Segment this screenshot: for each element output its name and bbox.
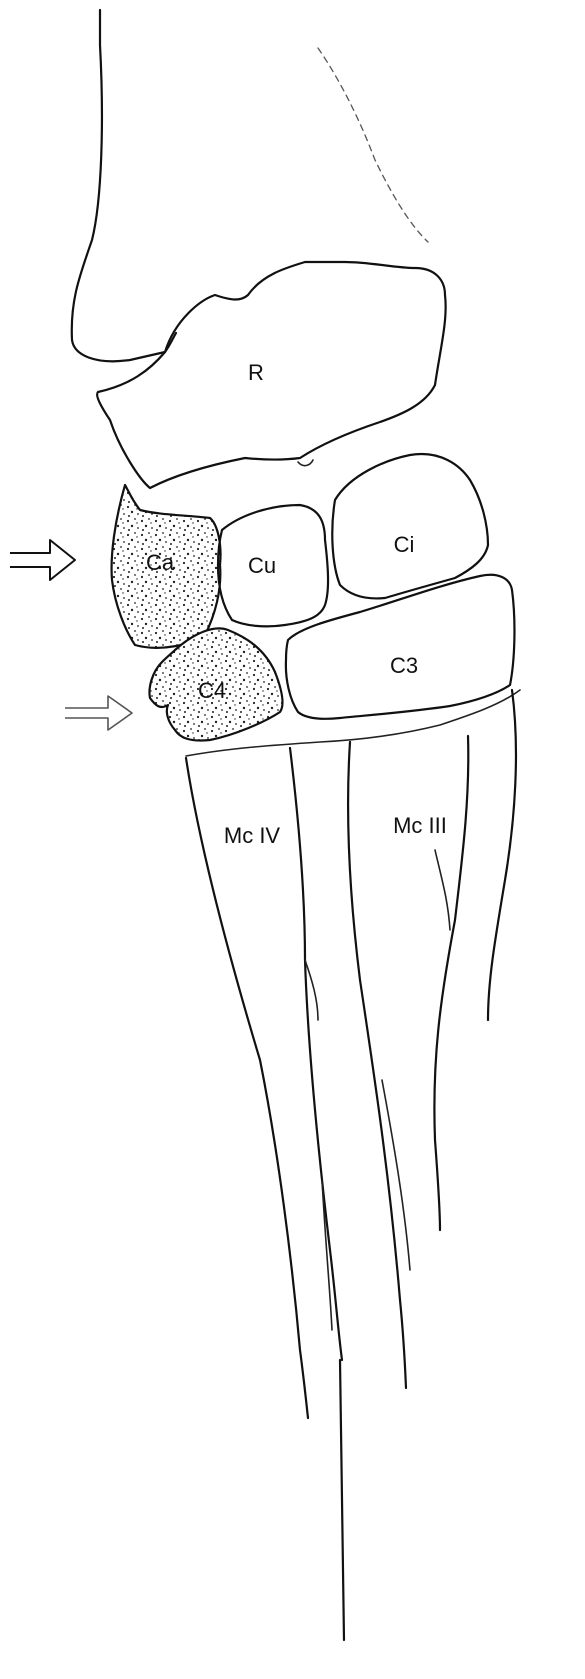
label-metacarpal-iv: Mc IV [224,823,281,848]
intermediate-carpal-bone [332,454,488,598]
label-radius: R [248,360,264,385]
pointer-arrow-faint-icon [65,696,132,730]
pointer-arrow-solid-icon [10,540,75,580]
label-fourth-carpal: C4 [198,678,226,703]
label-third-carpal: C3 [390,653,418,678]
label-metacarpal-iii: Mc III [393,813,447,838]
radius-shaft [72,10,428,361]
label-ulnar-carpal: Cu [248,553,276,578]
third-carpal-bone [286,575,515,719]
label-accessory-carpal: Ca [146,550,175,575]
label-intermediate-carpal: Ci [394,532,415,557]
radius-distal [97,262,446,488]
